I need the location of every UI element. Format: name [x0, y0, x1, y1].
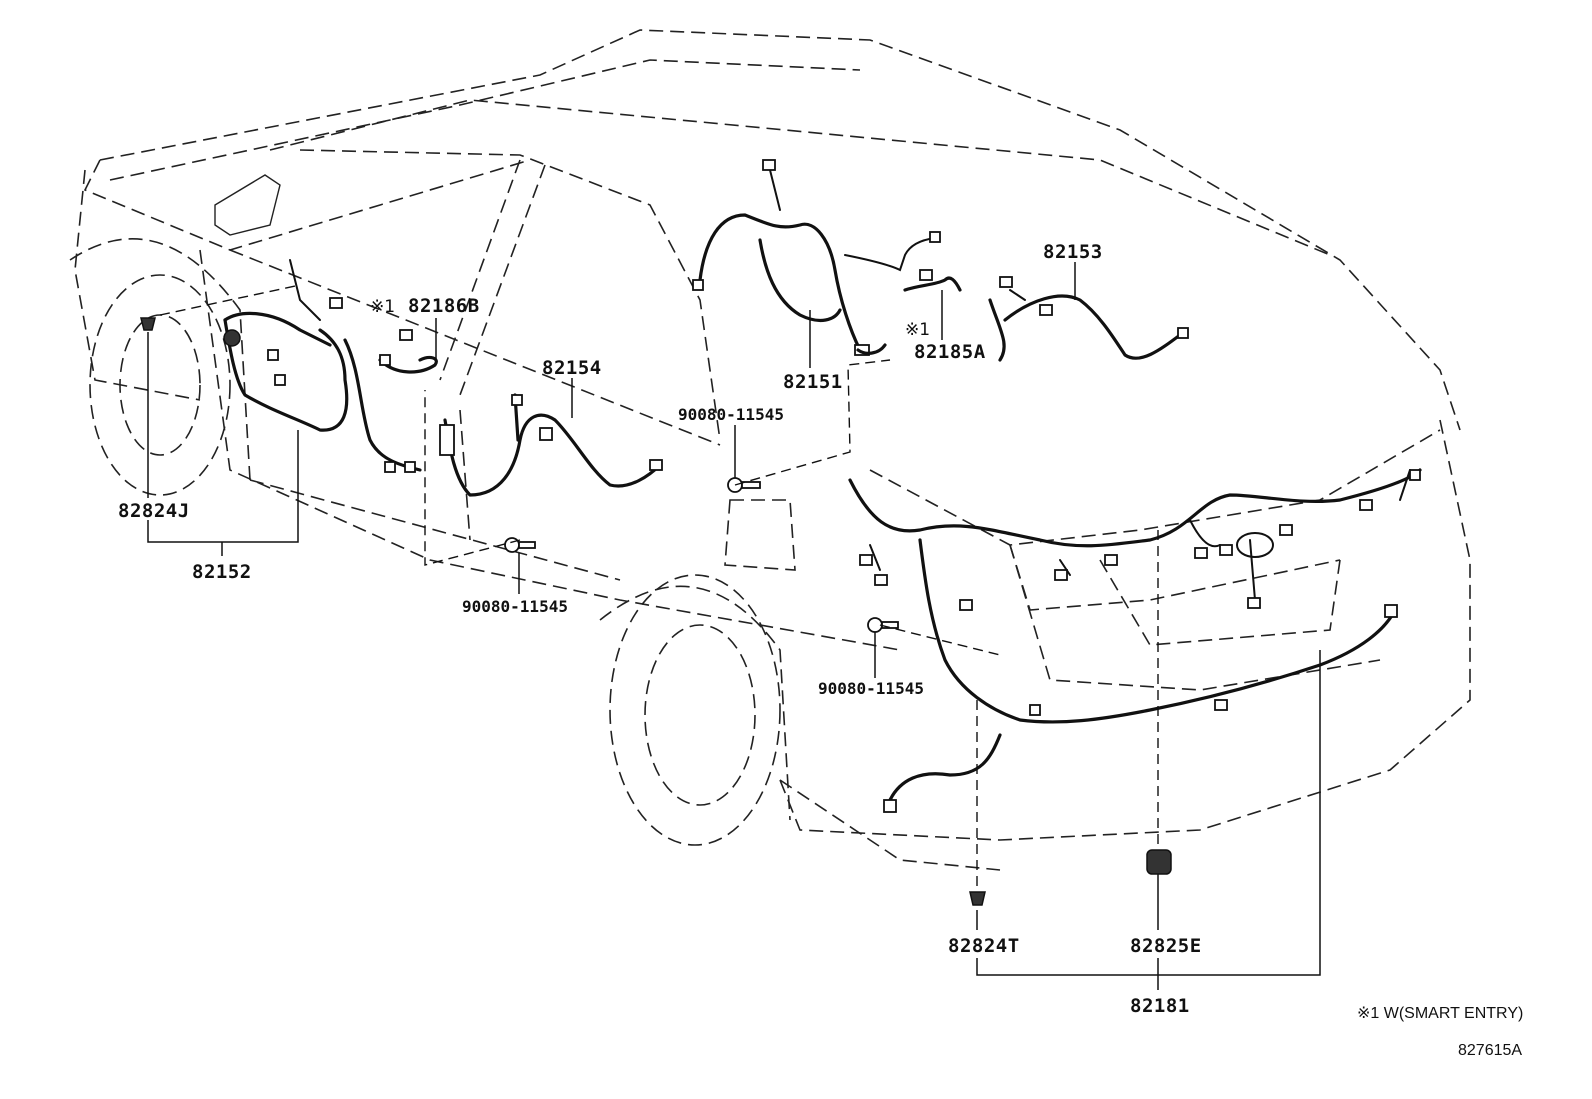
smart-entry-mark-left: ※1 — [370, 297, 395, 317]
harness-82154 — [439, 393, 663, 497]
harness-82186B — [378, 354, 438, 374]
drawing-id: 827615A — [1458, 1042, 1523, 1059]
label-82154[interactable]: 82154 — [542, 357, 602, 379]
grommet-82825E — [1146, 849, 1172, 875]
smart-entry-mark-right: ※1 — [905, 320, 930, 340]
bolt-right — [867, 617, 899, 633]
label-bolt-right[interactable]: 90080-11545 — [818, 679, 924, 698]
harness-82152 — [223, 259, 422, 473]
label-82152[interactable]: 82152 — [192, 561, 252, 583]
harness-82151 — [692, 159, 941, 356]
label-82181[interactable]: 82181 — [1130, 995, 1190, 1017]
part-labels: ※1 82186B 82154 90080-11545 82151 ※1 821… — [118, 241, 1202, 1017]
label-82186B[interactable]: 82186B — [408, 295, 480, 317]
clip-82824T — [969, 891, 986, 906]
fasteners — [140, 317, 1172, 906]
label-82824J[interactable]: 82824J — [118, 500, 190, 522]
label-82151[interactable]: 82151 — [783, 371, 843, 393]
label-82824T[interactable]: 82824T — [948, 935, 1020, 957]
harness-82185A — [903, 269, 962, 292]
label-bolt-upper[interactable]: 90080-11545 — [678, 405, 784, 424]
label-bolt-center[interactable]: 90080-11545 — [462, 597, 568, 616]
smart-entry-legend: ※1 W(SMART ENTRY) — [1357, 1005, 1524, 1022]
label-82185A[interactable]: 82185A — [914, 341, 986, 363]
clip-82824J — [140, 317, 156, 331]
car-body-outline — [69, 29, 1471, 871]
bolt-upper — [727, 477, 761, 493]
harness-82153 — [988, 276, 1189, 362]
harness-82181 — [848, 468, 1422, 813]
leader-lines — [147, 262, 1321, 990]
label-82825E[interactable]: 82825E — [1130, 935, 1202, 957]
label-82153[interactable]: 82153 — [1043, 241, 1103, 263]
